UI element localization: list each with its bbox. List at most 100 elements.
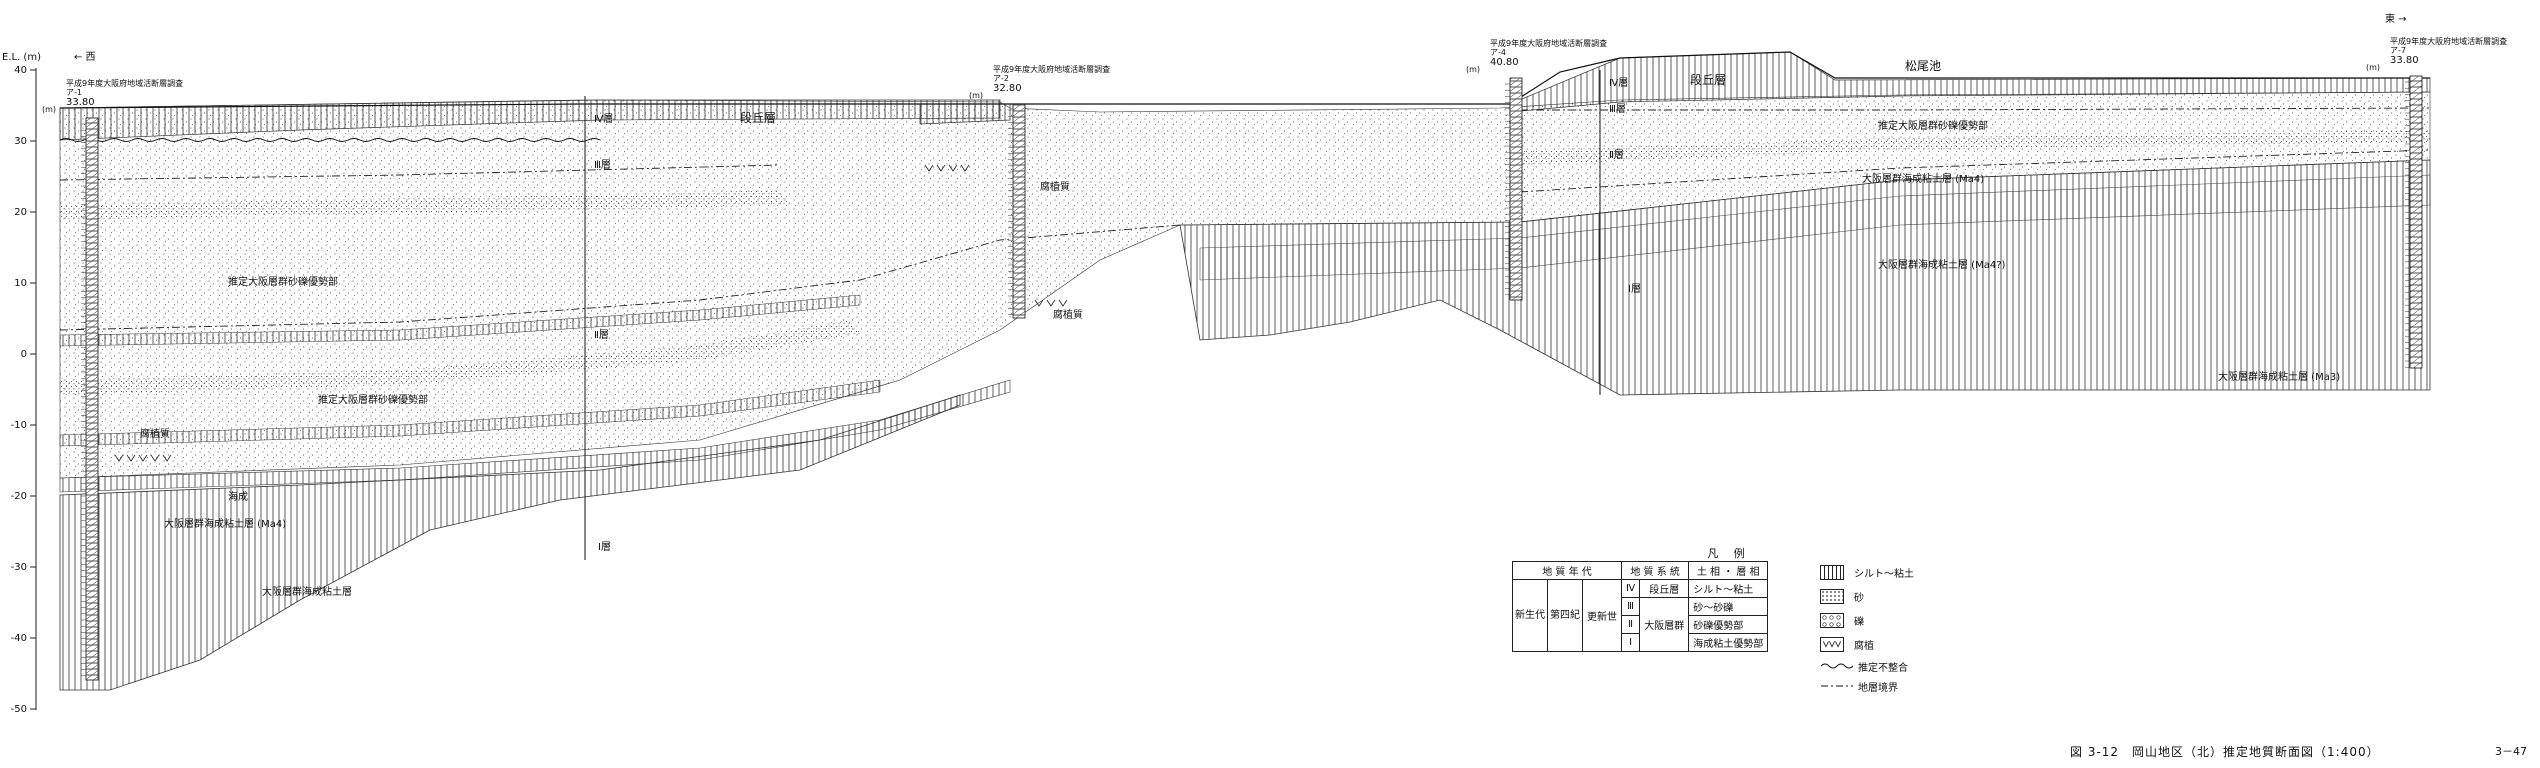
elevation-tick-label: 30 xyxy=(14,136,27,147)
label-sand-gravel-2: 推定大阪層群砂礫優勢部 xyxy=(318,393,428,406)
legend: 凡 例 地 質 年 代 地 質 系 統 土 相 ・ 層 相 新生代 第四紀 更新… xyxy=(1512,545,2112,705)
sand-lens-1 xyxy=(60,190,790,220)
legend-key-label: 推定不整合 xyxy=(1858,662,1908,674)
east-direction-label: 東 → xyxy=(2385,12,2407,25)
legend-key-label: 腐植 xyxy=(1854,640,1874,652)
borehole-elevation: 32.80 xyxy=(993,83,1022,94)
elevation-tick-label: -20 xyxy=(11,491,27,502)
layer-mark-i-west: Ⅰ層 xyxy=(598,541,611,553)
borehole-unit: (m) xyxy=(1466,65,1480,74)
sand-lens-2 xyxy=(60,320,860,395)
borehole-name: ア-7 xyxy=(2390,46,2406,55)
legend-period: 第四紀 xyxy=(1547,579,1583,652)
borehole-unit: (m) xyxy=(2366,63,2380,72)
legend-table: 地 質 年 代 地 質 系 統 土 相 ・ 層 相 新生代 第四紀 更新世 Ⅳ … xyxy=(1512,561,1769,652)
label-terrace-east: 段丘層 xyxy=(1690,72,1726,87)
legend-facies-ii: 砂礫優勢部 xyxy=(1688,615,1769,634)
layer-mark-iv-west: Ⅳ層 xyxy=(594,113,613,125)
legend-key-label: 礫 xyxy=(1854,616,1864,628)
terrace-deposit-west xyxy=(59,99,1001,141)
label-ma4-east: 大阪層群海成粘土層 (Ma4) xyxy=(1862,172,1984,185)
layer-mark-iv-east: Ⅳ層 xyxy=(1609,77,1628,89)
label-pond: 松尾池 xyxy=(1905,59,1941,73)
label-marine: 海成 xyxy=(228,490,248,503)
legend-system-terrace: 段丘層 xyxy=(1639,579,1690,598)
sand-icon xyxy=(1820,588,1844,604)
borehole-log xyxy=(1509,77,1523,301)
legend-key-label: 砂 xyxy=(1854,592,1864,604)
borehole-elevation: 33.80 xyxy=(66,97,95,108)
label-ma4-west: 大阪層群海成粘土層 (Ma4) xyxy=(164,517,286,530)
label-sand-gravel-3: 推定大阪層群砂礫優勢部 xyxy=(1878,119,1988,132)
label-humus-3: 腐植質 xyxy=(1053,308,1083,321)
sand-lens-3 xyxy=(1520,130,2430,165)
layer-marks: Ⅳ層 Ⅲ層 Ⅱ層 Ⅰ層 Ⅳ層 Ⅲ層 Ⅱ層 Ⅰ層 xyxy=(594,77,1641,553)
borehole-elevation: 40.80 xyxy=(1490,57,1519,68)
borehole-name: ア-4 xyxy=(1490,48,1506,57)
boreholes: 平成9年度大阪府地域活断層調査ア-133.80(m)平成9年度大阪府地域活断層調… xyxy=(42,36,2507,681)
layer-mark-iii-west: Ⅲ層 xyxy=(594,159,611,171)
layer-mark-ii-west: Ⅱ層 xyxy=(594,329,609,341)
clay-unit-west xyxy=(59,394,961,691)
borehole-log xyxy=(1012,103,1026,319)
legend-key-sand: 砂 xyxy=(1820,587,1864,605)
legend-key-silt: シルト～粘土 xyxy=(1820,563,1914,581)
legend-facies-iii: 砂～砂礫 xyxy=(1688,597,1769,616)
label-terrace-west: 段丘層 xyxy=(740,110,776,125)
legend-key-unconformity: 推定不整合 xyxy=(1820,657,1908,675)
legend-layer-ii: Ⅱ xyxy=(1620,615,1641,634)
legend-epoch: 更新世 xyxy=(1582,579,1622,652)
label-ma3: 大阪層群海成粘土層 (Ma3) xyxy=(2218,370,2340,383)
borehole-log xyxy=(2409,75,2423,369)
elevation-tick-label: -50 xyxy=(11,704,27,715)
layer-mark-iii-east: Ⅲ層 xyxy=(1609,103,1626,115)
gravel-icon xyxy=(1820,612,1844,628)
borehole-log xyxy=(85,117,99,681)
borehole-survey: 平成9年度大阪府地域活断層調査 xyxy=(2390,36,2507,46)
elevation-tick-label: -40 xyxy=(11,633,27,644)
unit-labels: 段丘層 段丘層 松尾池 推定大阪層群砂礫優勢部 推定大阪層群砂礫優勢部 推定大阪… xyxy=(140,59,2340,598)
legend-key-boundary: 地層境界 xyxy=(1820,677,1898,695)
formation-boundary-2 xyxy=(59,224,1181,331)
silt-icon xyxy=(1820,564,1844,580)
formation-boundary-1 xyxy=(59,164,781,181)
legend-facies-i: 海成粘土優勢部 xyxy=(1688,633,1769,652)
elevation-axis: E.L. (m) ← 西 東 → 403020100-10-20-30-40-5… xyxy=(2,12,2407,715)
legend-layer-i: Ⅰ xyxy=(1620,633,1641,652)
legend-title: 凡 例 xyxy=(1707,547,1751,560)
legend-header-age: 地 質 年 代 xyxy=(1512,561,1622,580)
elevation-axis-unit: E.L. (m) xyxy=(2,52,41,63)
elevation-tick-label: -30 xyxy=(11,562,27,573)
page-number: 3－47 xyxy=(2495,745,2527,758)
legend-key-label: シルト～粘土 xyxy=(1854,568,1914,580)
legend-layer-iv: Ⅳ xyxy=(1620,579,1641,598)
unconformity-line xyxy=(59,138,601,142)
kaisei-band xyxy=(59,379,1011,493)
ground-surface-line xyxy=(59,51,2430,109)
legend-facies-iv: シルト～粘土 xyxy=(1688,579,1769,598)
borehole-name: ア-1 xyxy=(66,88,82,97)
borehole-elevation: 33.80 xyxy=(2390,55,2419,66)
legend-header-facies: 土 相 ・ 層 相 xyxy=(1688,561,1769,580)
legend-key-label: 地層境界 xyxy=(1858,682,1898,694)
label-ma4q: 大阪層群海成粘土層 (Ma4?) xyxy=(1878,258,2006,271)
unconformity-line-icon xyxy=(1820,663,1854,669)
formation-boundary-4 xyxy=(1520,107,2431,111)
figure-caption: 図 3-12 岡山地区（北）推定地質断面図（1:400） xyxy=(2070,745,2380,759)
legend-era: 新生代 xyxy=(1512,579,1548,652)
borehole-survey: 平成9年度大阪府地域活断層調査 xyxy=(66,78,183,88)
label-humus-2: 腐植質 xyxy=(1040,180,1070,193)
label-sand-gravel-1: 推定大阪層群砂礫優勢部 xyxy=(228,275,338,288)
elevation-tick-label: 10 xyxy=(14,278,27,289)
legend-system-osaka: 大阪層群 xyxy=(1639,597,1690,652)
borehole-unit: (m) xyxy=(42,105,56,114)
borehole-survey: 平成9年度大阪府地域活断層調査 xyxy=(993,64,1110,74)
boundary-line-icon xyxy=(1821,685,1853,687)
borehole-unit: (m) xyxy=(969,91,983,100)
label-humus-1: 腐植質 xyxy=(140,427,170,440)
clay-interlayer-east xyxy=(1199,174,2431,281)
